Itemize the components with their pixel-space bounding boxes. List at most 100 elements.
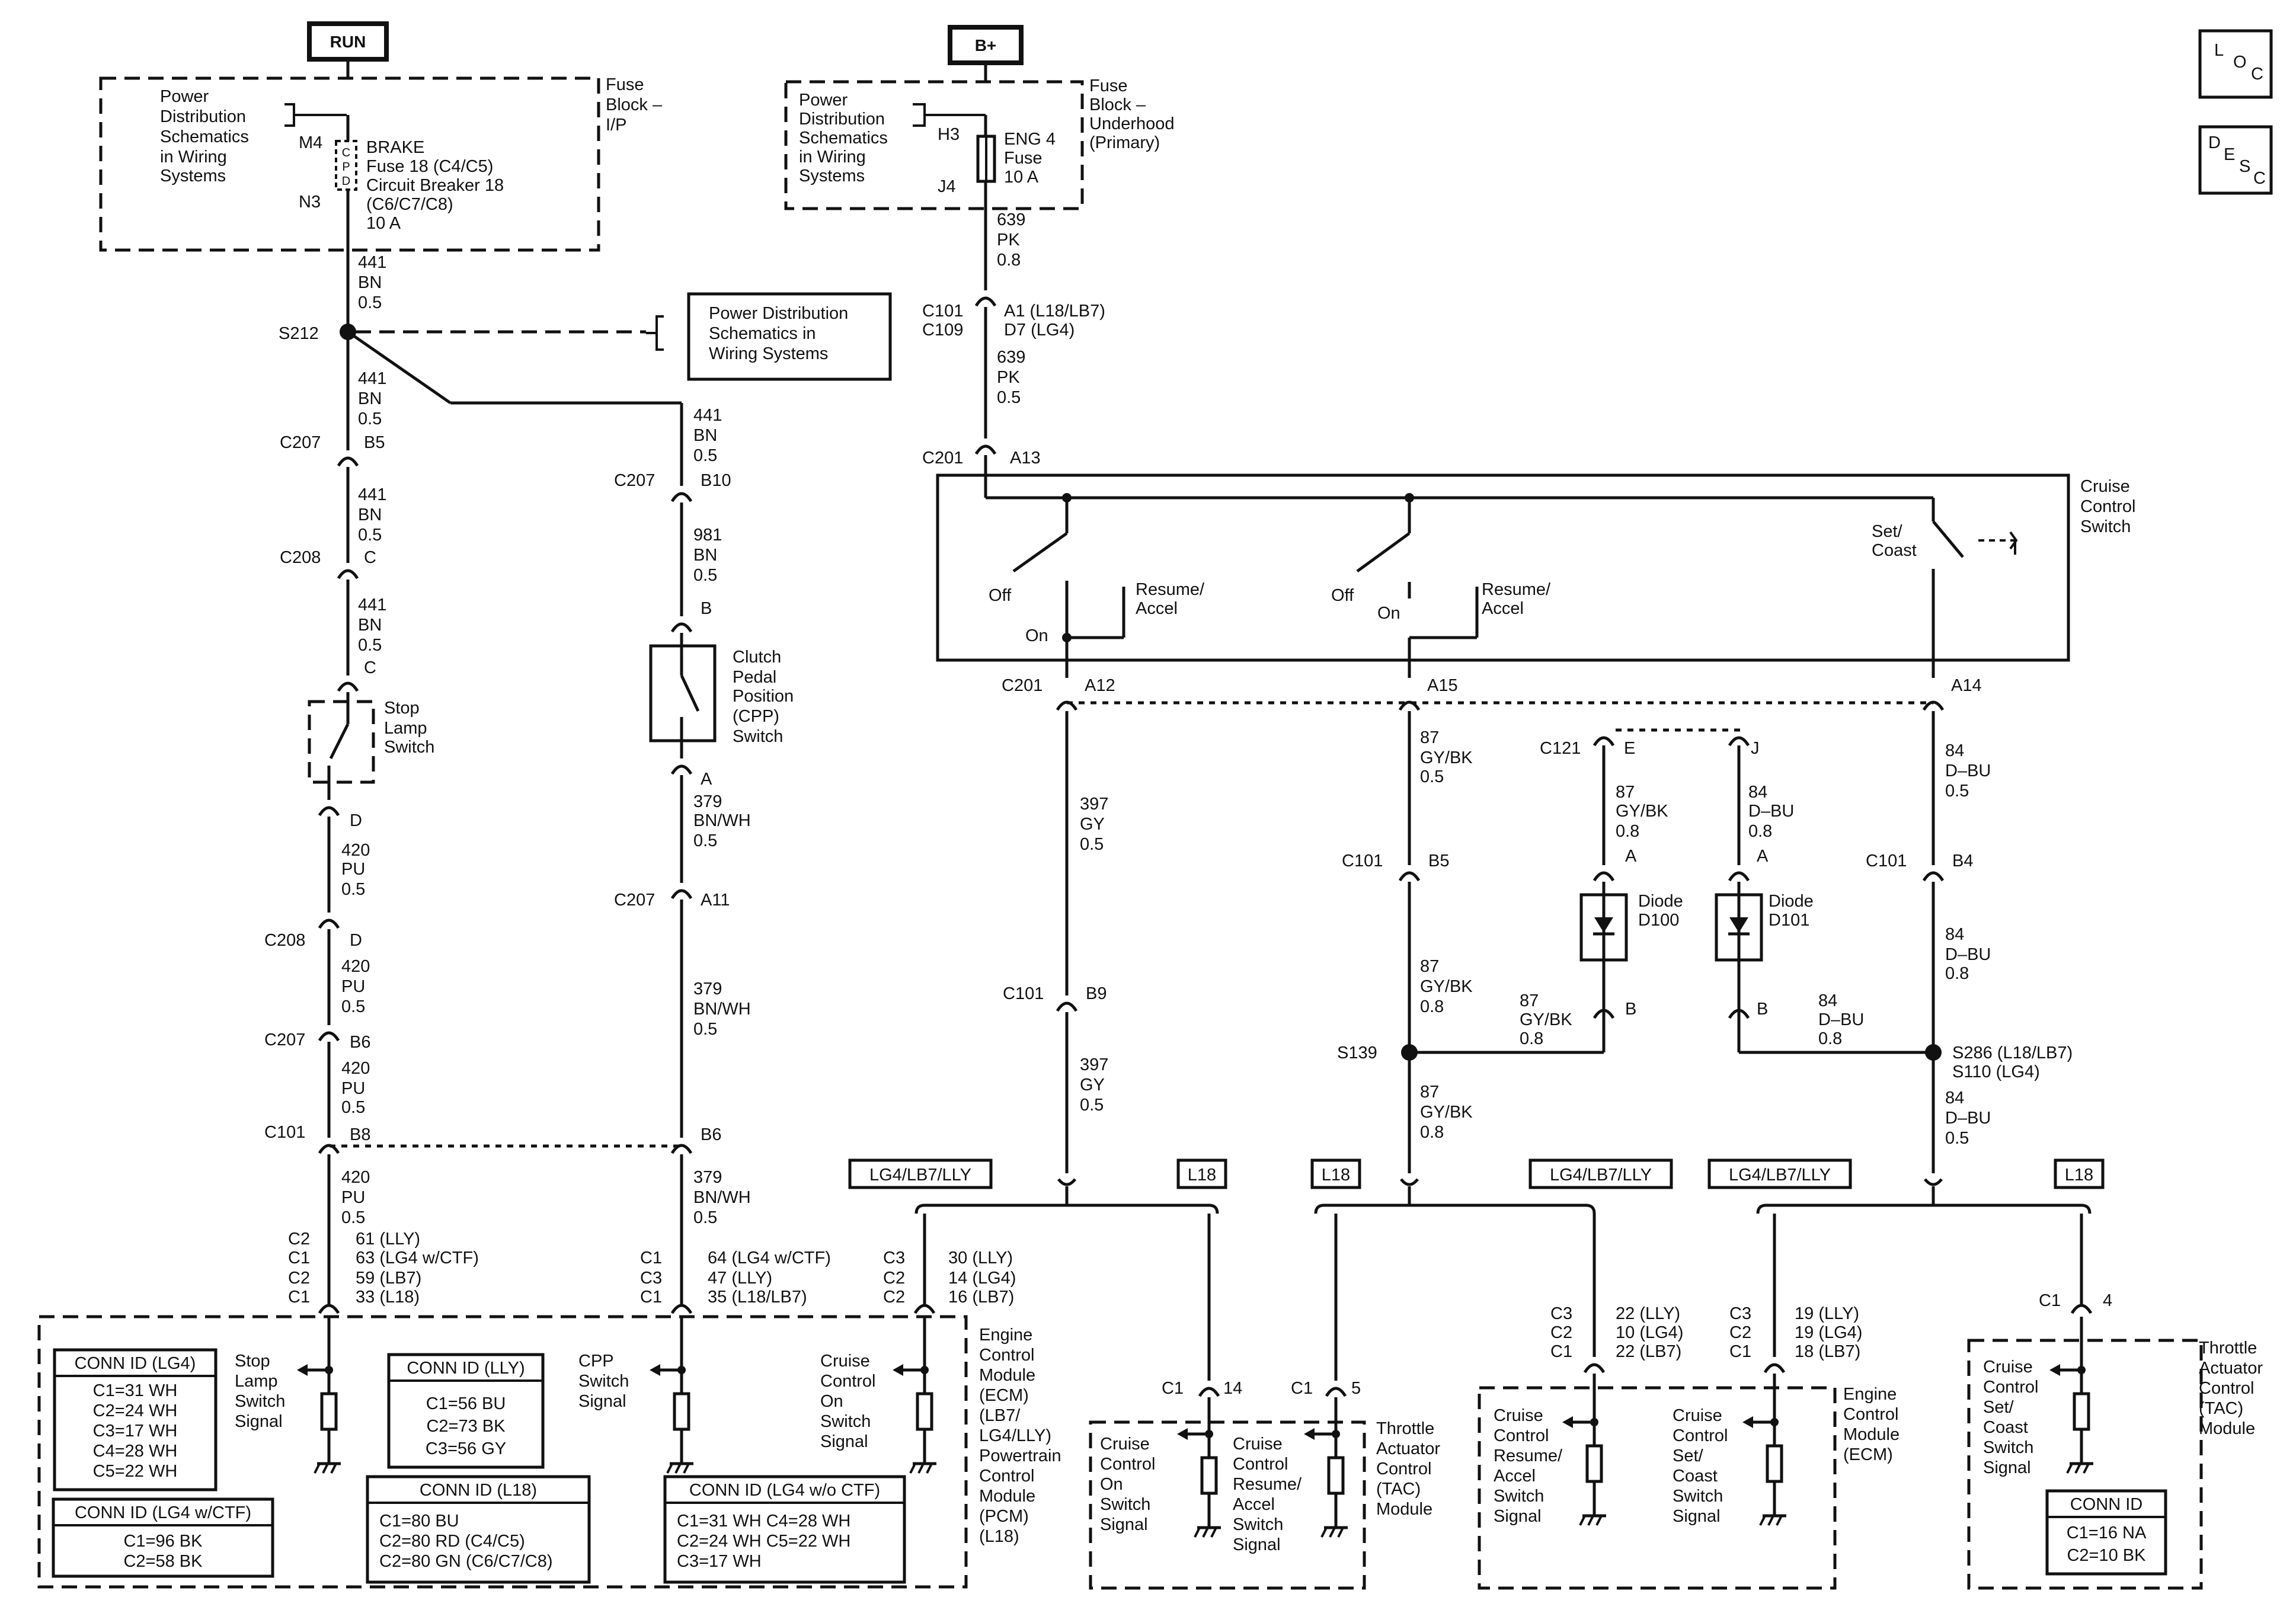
svg-text:D–BU: D–BU [1748,802,1794,821]
svg-text:420: 420 [341,841,370,860]
svg-text:A1 (L18/LB7): A1 (L18/LB7) [1004,302,1105,321]
svg-text:19 (LG4): 19 (LG4) [1795,1323,1862,1342]
svg-text:A11: A11 [701,891,730,910]
svg-text:C201: C201 [1002,676,1043,695]
svg-text:84: 84 [1945,1089,1964,1108]
ground-icon [1580,1496,1606,1525]
svg-text:87: 87 [1420,728,1439,747]
svg-text:84: 84 [1818,991,1837,1010]
ecm-pcm-module: Engine Control Module (ECM) (LB7/ LG4/LL… [37,1315,1061,1589]
svg-text:(L18): (L18) [979,1527,1019,1546]
s286-splice [1925,1044,1942,1061]
desc-icon[interactable]: D E S C [2198,125,2273,195]
svg-text:10 (LG4): 10 (LG4) [1616,1323,1683,1342]
svg-text:BN: BN [358,505,382,524]
svg-text:84: 84 [1748,783,1767,802]
svg-text:P: P [342,161,350,174]
svg-text:Module: Module [979,1487,1035,1506]
svg-text:Coast: Coast [1673,1467,1718,1486]
svg-text:87: 87 [1520,991,1539,1010]
svg-text:Control: Control [2080,497,2136,516]
svg-text:CONN ID (LG4 w/CTF): CONN ID (LG4 w/CTF) [75,1503,251,1522]
ground-icon [1322,1507,1348,1537]
connector-arc [337,456,359,467]
svg-text:0.5: 0.5 [997,388,1021,407]
ecm-pin-labels: C2 C1 C2 C1 61 (LLY) 63 (LG4 w/CTF) 59 (… [288,1230,2112,1398]
svg-text:Set/: Set/ [1983,1398,2014,1417]
svg-text:4: 4 [2103,1291,2112,1310]
svg-text:Off: Off [989,586,1012,605]
svg-text:Cruise: Cruise [1673,1406,1722,1425]
svg-text:J4: J4 [938,177,956,196]
svg-text:14 (LG4): 14 (LG4) [948,1269,1016,1288]
connector-arc [1593,736,1615,747]
svg-text:B: B [1757,1000,1768,1019]
svg-text:C: C [364,548,376,567]
option-tag-lg4-1: LG4/LB7/LLY [848,1158,993,1189]
svg-text:C101: C101 [922,302,963,321]
svg-text:D101: D101 [1769,911,1809,930]
signal-labels: Stop Lamp Switch Signal CPP Switch Signa… [235,1352,876,1451]
conn-id-lly: CONN ID (LLY) C1=56 BU C2=73 BK C3=56 GY [387,1353,545,1469]
svg-text:0.5: 0.5 [693,1208,717,1227]
svg-text:C2: C2 [883,1269,905,1288]
svg-text:639: 639 [997,210,1025,229]
svg-text:C2=73 BK: C2=73 BK [426,1417,506,1436]
svg-text:0.8: 0.8 [1420,997,1444,1016]
connector-arc [1763,1363,1786,1374]
connector-arc [318,1144,340,1154]
svg-text:D–BU: D–BU [1945,945,1991,964]
svg-text:GY: GY [1080,815,1105,834]
svg-text:Control: Control [1376,1459,1432,1478]
svg-text:Distribution: Distribution [160,107,246,126]
connector-arc [1398,871,1421,882]
tac-module-right: Throttle Actuator Control (TAC) Module C… [1967,1339,2263,1590]
svg-text:10 A: 10 A [1004,168,1039,187]
svg-text:441: 441 [358,253,386,272]
svg-text:420: 420 [341,957,370,976]
svg-text:C2=24 WH: C2=24 WH [93,1401,178,1420]
svg-text:0.5: 0.5 [341,1208,365,1227]
connector-arc [1198,1387,1220,1397]
svg-text:(C6/C7/C8): (C6/C7/C8) [366,195,453,214]
svg-text:379: 379 [693,980,722,998]
ground-icon [2067,1443,2093,1473]
svg-text:BN/WH: BN/WH [693,811,751,830]
svg-text:Signal: Signal [1233,1535,1281,1554]
svg-text:Clutch: Clutch [733,648,781,667]
svg-text:Switch: Switch [578,1372,629,1391]
svg-text:Switch: Switch [1233,1515,1283,1534]
svg-text:Off: Off [1331,586,1354,605]
svg-text:0.5: 0.5 [1420,767,1444,786]
svg-text:0.5: 0.5 [358,293,382,312]
svg-text:30 (LLY): 30 (LLY) [948,1249,1013,1267]
connector-arc [337,569,359,580]
svg-text:Lamp: Lamp [384,719,427,738]
svg-text:A13: A13 [1010,449,1041,468]
svg-text:87: 87 [1420,957,1439,976]
bplus-circuit: 639 PK 0.8 C101 C109 A1 (L18/LB7) D7 (LG… [922,63,1105,498]
signal-arrow-icon [893,1364,903,1376]
svg-text:C121: C121 [1540,739,1581,758]
svg-text:Cruise: Cruise [2080,477,2130,496]
resistor-icon [2073,1392,2090,1431]
connector-arc [337,681,359,692]
svg-text:ENG 4: ENG 4 [1004,130,1056,149]
svg-text:Switch: Switch [1100,1495,1150,1514]
svg-text:O: O [2233,53,2247,72]
svg-text:420: 420 [341,1059,370,1078]
svg-text:Power Distribution: Power Distribution [709,304,848,323]
svg-text:C3=17 WH: C3=17 WH [677,1552,762,1571]
diode-d100 [1579,882,1628,1019]
svg-text:0.5: 0.5 [1080,1096,1104,1115]
ground-icon [1760,1496,1786,1525]
svg-text:Control: Control [1233,1455,1288,1474]
svg-text:LG4/LB7/LLY: LG4/LB7/LLY [869,1166,971,1185]
svg-text:C207: C207 [614,471,655,490]
loc-icon[interactable]: L O C [2198,29,2273,99]
svg-text:0.5: 0.5 [341,880,365,899]
stop-lamp-switch: Stop Lamp Switch [308,699,434,784]
svg-text:C208: C208 [280,548,321,567]
svg-text:C3=56 GY: C3=56 GY [426,1439,506,1458]
